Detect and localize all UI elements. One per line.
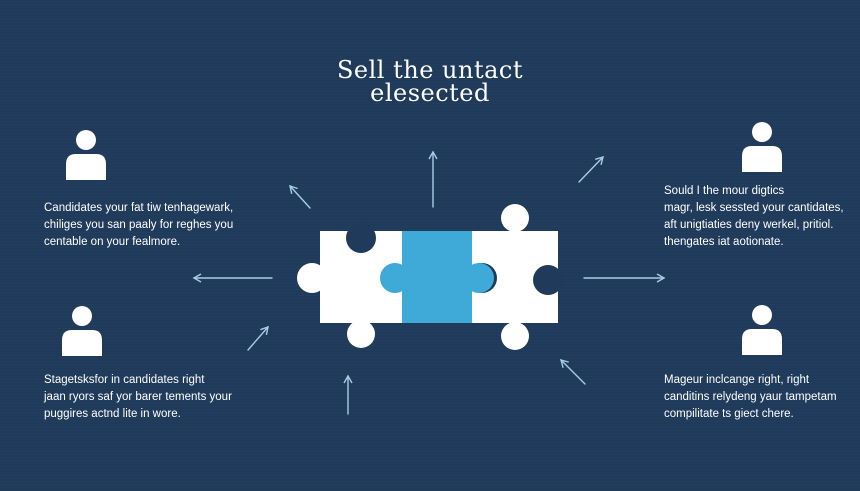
text-block-bottom-right: Mageur inclcange right, right canditins …: [664, 372, 837, 423]
text-block-top-left: Candidates your fat tiw tenhagewark, chi…: [44, 200, 233, 251]
text-line: canditins relydeng yaur tampetam: [664, 391, 837, 403]
arrow-icon: [578, 155, 604, 183]
text-block-bottom-left: Stagetsksfor in candidates right jaan ry…: [44, 372, 232, 423]
text-line: magr, lesk sessted your cantidates,: [664, 202, 844, 214]
person-icon: [742, 122, 782, 172]
person-icon: [62, 306, 102, 356]
text-line: thengates iat aotionate.: [664, 236, 784, 248]
arrow-icon: [247, 325, 269, 351]
arrow-icon: [560, 359, 586, 385]
text-line: Stagetsksfor in candidates right: [44, 374, 205, 386]
arrow-icon: [289, 184, 311, 209]
puzzle-piece-icon: [380, 231, 494, 323]
text-line: jaan ryors saf yor barer tements your: [44, 391, 232, 403]
text-line: puggires actnd lite in wore.: [44, 408, 181, 420]
text-line: compilitate ts giect chere.: [664, 408, 794, 420]
text-line: chiliges you san paaly for reghes you: [44, 219, 234, 231]
text-line: Candidates your fat tiw tenhagewark,: [44, 202, 234, 214]
diagram-title-line-1: Sell the untact: [336, 56, 523, 84]
person-icon: [66, 130, 106, 180]
text-line: Mageur inclcange right, right: [664, 374, 810, 386]
text-line: Sould I the mour digtics: [664, 185, 785, 197]
person-icon: [742, 305, 782, 355]
text-line: centable on your fealmore.: [44, 236, 181, 248]
text-line: aft unigtiaties deny werkel, pritiol.: [664, 219, 834, 231]
text-block-top-right: Sould I the mour digtics magr, lesk sess…: [664, 183, 844, 251]
diagram-title-line-2: elesected: [370, 79, 490, 107]
